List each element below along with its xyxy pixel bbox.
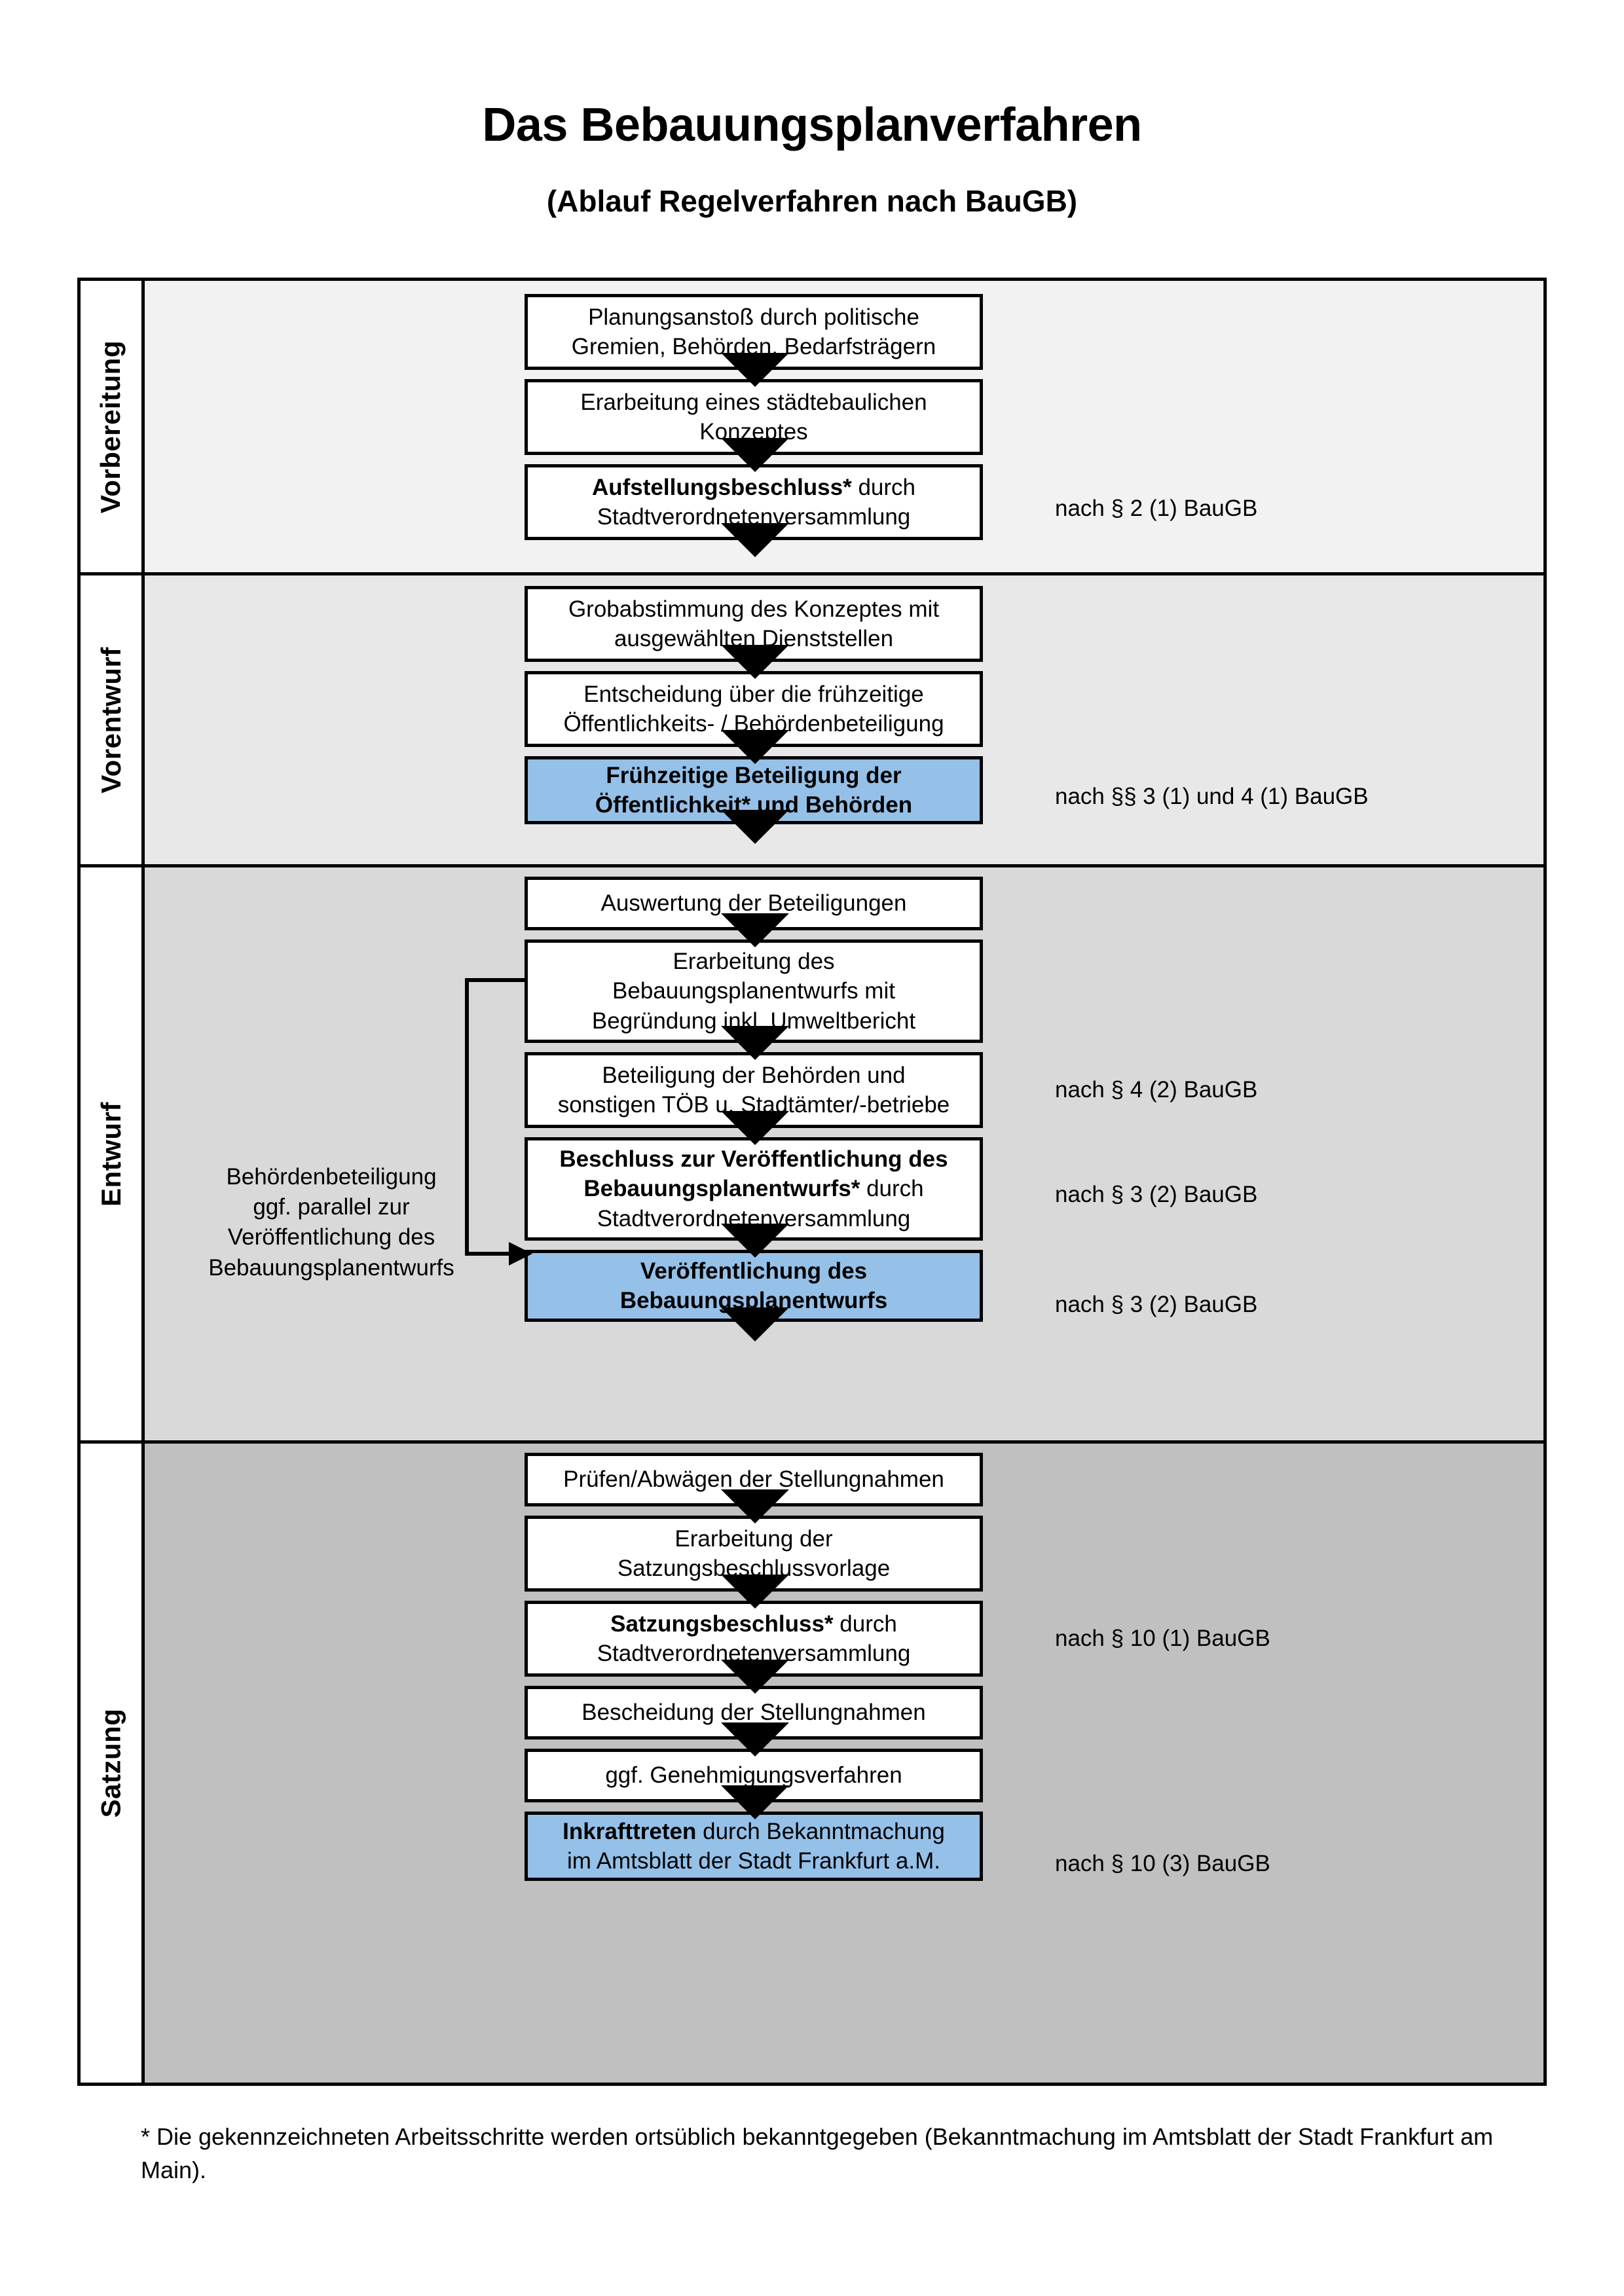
step-box-inkrafttreten[interactable]: Inkrafttreten durch Bekanntmachung im Am… [525,1812,983,1881]
flow-arrow-icon [721,1026,789,1060]
step-line-bold: Veröffentlichung des [640,1258,868,1284]
phase-band-vorbereitung: Vorbereitung Planungsanstoß durch politi… [81,281,1543,575]
phase-label-text: Vorentwurf [95,646,126,793]
phase-band-satzung: Satzung Prüfen/Abwägen der Stellungnahme… [81,1444,1543,2083]
flow-arrow-icon [721,913,789,947]
flow-arrow-icon [721,523,789,557]
sidenote-line: Veröffentlichung des [227,1224,435,1250]
flow-arrow-icon [721,810,789,844]
step-line-bold: Frühzeitige Beteiligung der [606,762,902,788]
flow-arrow-icon [721,1660,789,1694]
footnote-line: * Die gekennzeichneten Arbeitsschritte w… [141,2123,1354,2150]
flow-arrow-icon [721,1722,789,1757]
law-reference: nach § 10 (3) BauGB [1055,1851,1270,1876]
flow-arrow-icon [721,1785,789,1819]
footnote: * Die gekennzeichneten Arbeitsschritte w… [141,2120,1522,2187]
phase-band-vorentwurf: Vorentwurf Grobabstimmung des Konzeptes … [81,575,1543,867]
step-line: Planungsanstoß durch politische [588,304,919,330]
sidenote-line: ggf. parallel zur [253,1194,410,1220]
step-box-erarbeitung-bebauungsplanentwurf[interactable]: Erarbeitung des Bebauungsplanentwurfs mi… [525,939,983,1043]
flow-arrow-icon [721,1307,789,1341]
law-reference: nach §§ 3 (1) und 4 (1) BauGB [1055,784,1369,809]
step-line: Bebauungsplanentwurfs mit [612,978,895,1004]
phase-label-vorbereitung: Vorbereitung [81,281,145,572]
phase-body-vorentwurf: Grobabstimmung des Konzeptes mit ausgewä… [145,575,1543,864]
step-line: Prüfen/Abwägen der Stellungnahmen [563,1467,944,1493]
step-line: im Amtsblatt der Stadt Frankfurt a.M. [567,1848,940,1874]
footnote-line: Frankfurt am Main). [141,2123,1494,2184]
step-line-bold: Inkrafttreten [563,1818,697,1844]
flow-arrow-icon [721,1575,789,1609]
sidenote-line: Bebauungsplanentwurfs [208,1254,454,1281]
step-line-bold: Beschluss zur Veröffentlichung des [559,1146,948,1172]
step-line: Erarbeitung des [673,948,835,974]
law-reference: nach § 3 (2) BauGB [1055,1292,1258,1317]
flow-arrow-icon [721,353,789,387]
step-line-bold: Bebauungsplanentwurfs* [583,1176,860,1202]
phase-label-text: Satzung [95,1708,126,1818]
law-reference: nach § 3 (2) BauGB [1055,1182,1258,1207]
flow-arrow-icon [721,438,789,472]
step-line: durch [860,1176,924,1202]
page-title: Das Bebauungsplanverfahren [482,99,1142,151]
process-flowchart: Vorbereitung Planungsanstoß durch politi… [77,278,1547,2086]
step-line: Erarbeitung der [674,1525,833,1552]
step-line: durch Bekanntmachung [696,1818,945,1844]
flow-arrow-icon [721,645,789,679]
phase-label-entwurf: Entwurf [81,867,145,1440]
bypass-connector [465,978,532,1266]
phase-body-satzung: Prüfen/Abwägen der Stellungnahmen Erarbe… [145,1444,1543,2083]
step-line-bold: Satzungsbeschluss* [610,1611,834,1637]
step-line: durch [833,1611,897,1637]
phase-band-entwurf: Entwurf Behördenbeteiligung ggf. paralle… [81,867,1543,1444]
phase-body-entwurf: Behördenbeteiligung ggf. parallel zur Ve… [145,867,1543,1440]
flow-arrow-icon [721,1224,789,1258]
step-line: Auswertung der Beteiligungen [600,890,907,917]
phase-body-vorbereitung: Planungsanstoß durch politische Gremien,… [145,281,1543,572]
flow-arrow-icon [721,1111,789,1145]
step-box-beschluss-veroeffentlichung[interactable]: Beschluss zur Veröffentlichung des Bebau… [525,1137,983,1241]
flow-arrow-icon [721,1489,789,1523]
step-box-bescheidung-stellungnahmen[interactable]: Bescheidung der Stellungnahmen [525,1686,983,1740]
step-line: Beteiligung der Behörden und [602,1062,906,1088]
phase-label-text: Vorbereitung [95,340,126,513]
phase-label-vorentwurf: Vorentwurf [81,575,145,864]
step-line: Bescheidung der Stellungnahmen [581,1700,926,1726]
step-line: Erarbeitung eines städtebaulichen [580,389,927,415]
step-line: durch [851,474,916,500]
phase-label-satzung: Satzung [81,1444,145,2083]
law-reference: nach § 4 (2) BauGB [1055,1077,1258,1102]
law-reference: nach § 2 (1) BauGB [1055,496,1258,521]
page-header: Das Bebauungsplanverfahren (Ablauf Regel… [0,0,1624,219]
sidenote-behoerdenbeteiligung: Behördenbeteiligung ggf. parallel zur Ve… [181,1162,482,1283]
phase-label-text: Entwurf [95,1101,126,1207]
step-line: ggf. Genehmigungsverfahren [605,1762,902,1789]
step-line: Grobabstimmung des Konzeptes mit [568,596,940,622]
page-subtitle: (Ablauf Regelverfahren nach BauGB) [546,184,1078,218]
law-reference: nach § 10 (1) BauGB [1055,1626,1270,1651]
step-box-veroeffentlichung-entwurf[interactable]: Veröffentlichung des Bebauungsplanentwur… [525,1250,983,1322]
step-line-bold: Aufstellungsbeschluss* [591,474,852,500]
sidenote-line: Behördenbeteiligung [226,1164,437,1190]
step-line: Entscheidung über die frühzeitige [583,681,924,707]
flow-arrow-icon [721,730,789,764]
